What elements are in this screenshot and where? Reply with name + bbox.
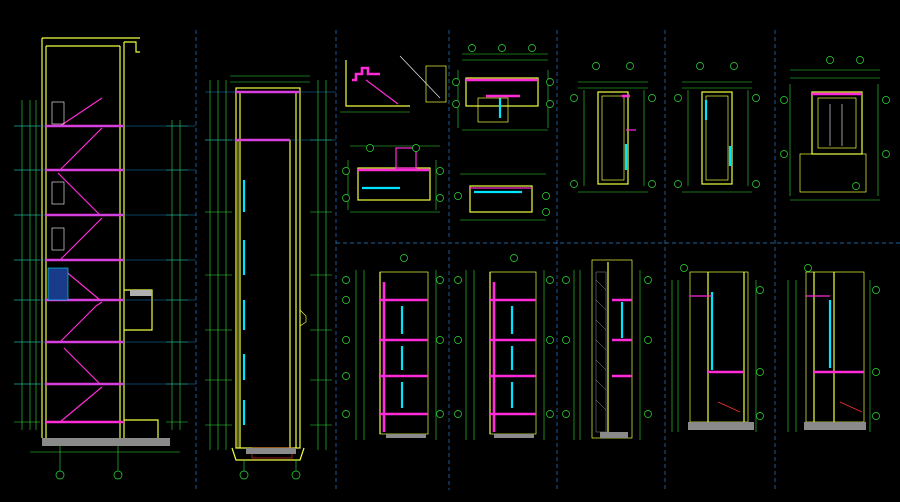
stair-section-1 — [14, 37, 196, 480]
section-i — [671, 264, 764, 432]
stair-detail-b — [342, 144, 444, 213]
elev-h — [562, 259, 652, 440]
elev-f — [342, 254, 444, 440]
plan-b1 — [452, 44, 554, 131]
plan-d — [674, 62, 760, 193]
plan-b2 — [454, 173, 550, 221]
section-j — [787, 264, 880, 432]
plan-c — [570, 62, 656, 193]
sheet-separators — [195, 30, 900, 490]
stair-detail-a — [340, 55, 447, 113]
plan-e — [780, 56, 890, 201]
elev-g — [454, 254, 554, 440]
elevator-section — [205, 75, 336, 480]
